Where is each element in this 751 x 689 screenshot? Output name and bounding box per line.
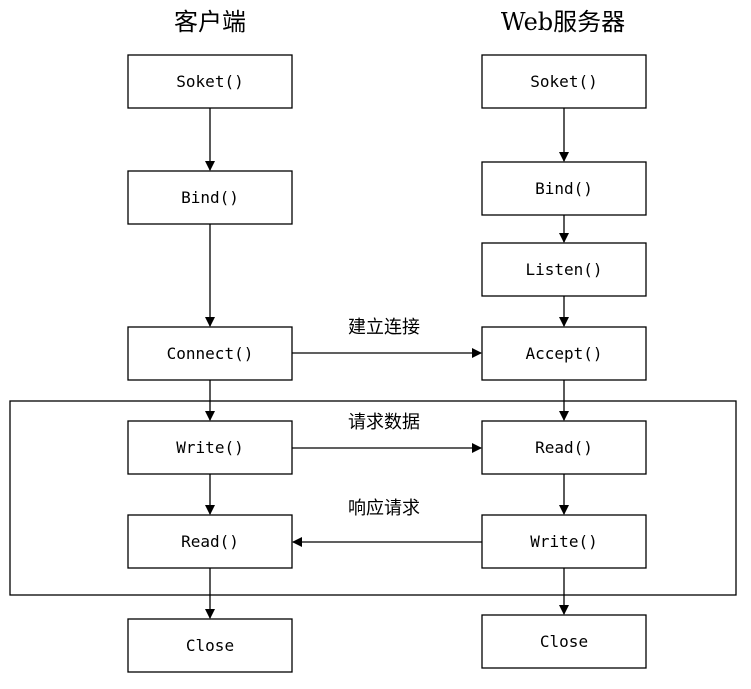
client-write-box: Write() [128,421,292,474]
response-label: 响应请求 [348,498,420,519]
server-socket-label: Soket() [530,72,597,91]
server-accept-label: Accept() [525,344,602,363]
connect-label: 建立连接 [348,317,420,338]
server-listen-label: Listen() [525,260,602,279]
server-listen-box: Listen() [482,243,646,296]
client-title: 客户端 [174,8,246,36]
client-close-label: Close [186,636,234,655]
server-accept-box: Accept() [482,327,646,380]
client-read-box: Read() [128,515,292,568]
server-bind-label: Bind() [535,179,593,198]
server-socket-box: Soket() [482,55,646,108]
client-bind-label: Bind() [181,188,239,207]
client-socket-label: Soket() [176,72,243,91]
client-read-label: Read() [181,532,239,551]
server-read-box: Read() [482,421,646,474]
server-bind-box: Bind() [482,162,646,215]
client-close-box: Close [128,619,292,672]
server-write-label: Write() [530,532,597,551]
client-socket-box: Soket() [128,55,292,108]
server-close-box: Close [482,615,646,668]
client-connect-box: Connect() [128,327,292,380]
server-write-box: Write() [482,515,646,568]
server-title: Web服务器 [501,8,625,36]
client-bind-box: Bind() [128,171,292,224]
client-connect-label: Connect() [167,344,254,363]
client-write-label: Write() [176,438,243,457]
server-close-label: Close [540,632,588,651]
server-read-label: Read() [535,438,593,457]
request-label: 请求数据 [348,412,420,433]
